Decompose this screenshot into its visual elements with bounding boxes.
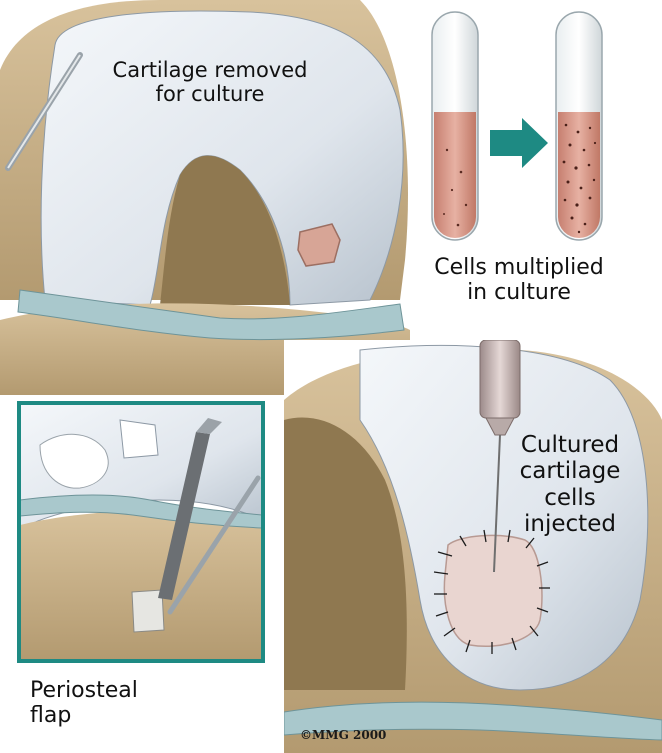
right-arrow-icon: [490, 118, 548, 168]
periosteal-flap-label: Periosteal flap: [30, 678, 190, 729]
periosteal-patch: [444, 535, 541, 646]
copyright-label: ©MMG 2000: [300, 728, 420, 742]
cells-multiplied-label: Cells multiplied in culture: [408, 255, 630, 306]
test-tube-after: [556, 12, 602, 240]
injection-panel: [284, 340, 662, 753]
cells-injected-label: Cultured cartilage cells injected: [490, 432, 650, 538]
test-tube-before: [432, 12, 478, 240]
periosteal-flap-inset: [19, 403, 263, 661]
cartilage-removed-label: Cartilage removed for culture: [92, 58, 328, 106]
cartilage-defect: [298, 224, 340, 266]
